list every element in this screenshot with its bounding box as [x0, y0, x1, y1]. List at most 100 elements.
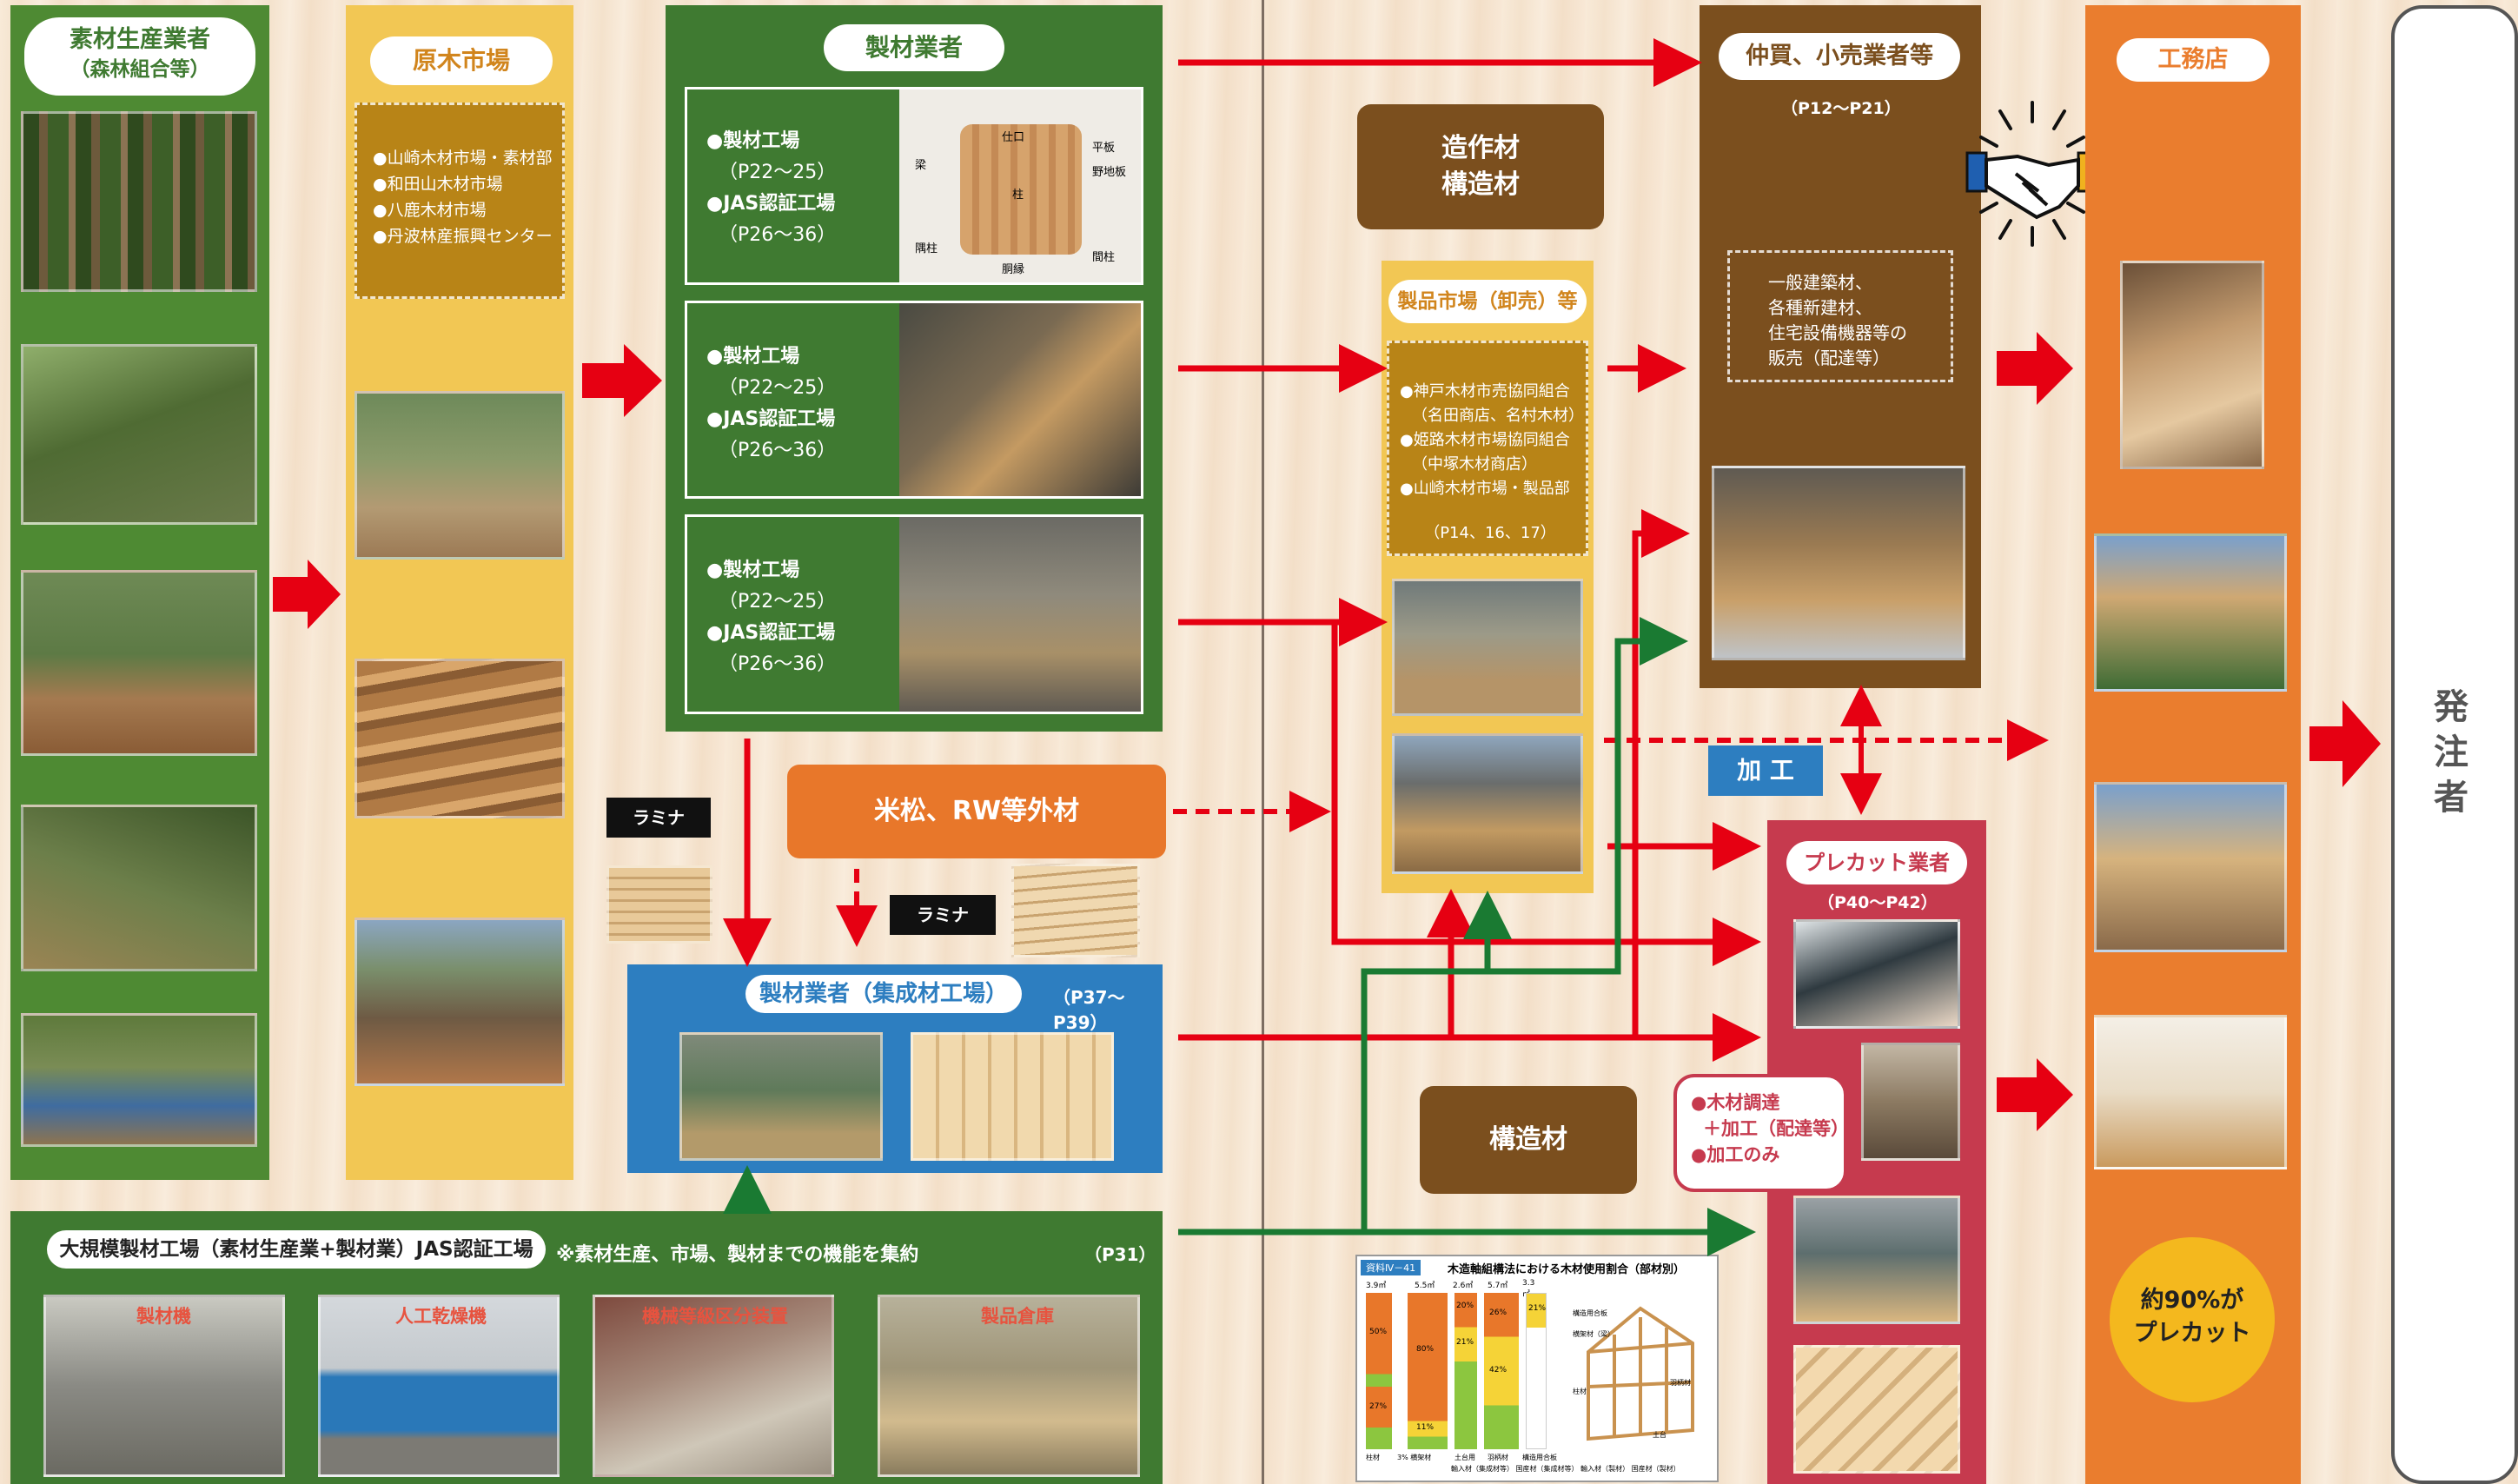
- interior-photo: [2094, 1015, 2287, 1169]
- sawmill-row-1-text: ●製材工場 （P22～25） ●JAS認証工場 （P26～36）: [706, 126, 836, 251]
- product-market-item: ●姫路木材市場協同組合: [1400, 431, 1570, 449]
- merchant-title: 仲買、小売業者等: [1719, 33, 1960, 80]
- reference-top-label: 5.7㎥: [1488, 1282, 1508, 1290]
- product-auction-photo: [1392, 733, 1583, 874]
- large-mill-photo-label: 機械等級区分装置: [642, 1306, 788, 1327]
- forest-photo: [21, 111, 257, 292]
- merchant-pages: （P12～P21）: [1781, 99, 1901, 118]
- lamina-stack-photo-2: [1011, 864, 1140, 957]
- forwarder-photo: [21, 1013, 257, 1147]
- reference-legend: 輸入材（集成材等） 国産材（集成材等） 輸入材（製材） 国産材（製材）: [1451, 1465, 1712, 1473]
- reference-top-labels: 3.9㎥ 5.5㎥ 2.6㎥ 5.7㎥ 3.3㎥: [1361, 1279, 1540, 1299]
- reference-top-label: 5.5㎥: [1415, 1282, 1435, 1290]
- kouzouzai-box: 構造材: [1420, 1086, 1637, 1194]
- log-market-list-box: ●山崎木材市場・素材部 ●和田山木材市場 ●八鹿木材市場 ●丹波林産振興センター: [355, 103, 565, 299]
- sawmill-row-3: ●製材工場 （P22～25） ●JAS認証工場 （P26～36）: [685, 514, 1143, 714]
- log-cross-section-icon: [960, 124, 1082, 255]
- laminated-factory-photo: [679, 1032, 883, 1161]
- reference-bar: 26% 42%: [1484, 1293, 1519, 1449]
- large-mill-photo-label: 製材機: [136, 1306, 191, 1327]
- felling-photo: [21, 344, 257, 525]
- reference-bottom-label: 羽柄材: [1488, 1454, 1508, 1461]
- diagram-label: 梁: [915, 159, 927, 172]
- arrow-right-icon: [2309, 700, 2381, 787]
- merchant-warehouse-photo: [1712, 466, 1965, 660]
- sawmill-jas-label: ●JAS認証工場: [706, 622, 836, 644]
- log-market-list: ●山崎木材市場・素材部 ●和田山木材市場 ●八鹿木材市場 ●丹波林産振興センター: [373, 145, 553, 249]
- precut-machine-photo: [1861, 1043, 1960, 1161]
- house-label: 柱材: [1573, 1388, 1587, 1395]
- large-mill-photo-grader: 機械等級区分装置: [593, 1295, 834, 1477]
- reference-bottom-label: 柱材: [1366, 1454, 1380, 1461]
- diagram-label: 平板: [1092, 142, 1116, 155]
- zousaku-line1: 造作材: [1441, 133, 1520, 163]
- excavator-photo: [21, 570, 257, 756]
- kakou-box: 加 工: [1708, 745, 1823, 796]
- merchant-column: 仲買、小売業者等 （P12～P21） 一般建築材、 各種新建材、 住宅設備機器等…: [1700, 5, 1981, 688]
- merchant-desc-line: 各種新建材、: [1768, 297, 1872, 318]
- carpenter-chisel-photo: [2120, 261, 2264, 469]
- builder-column: 工務店 約90%が プレカット: [2085, 5, 2301, 1484]
- reference-bar-value: 11%: [1416, 1423, 1435, 1432]
- reference-legend-item: 輸入材（製材）: [1580, 1465, 1630, 1473]
- precut-bubble-line: ●木材調達: [1691, 1092, 1780, 1113]
- reference-title: 木造軸組構法における木材使用割合（部材別）: [1448, 1263, 1686, 1276]
- product-market-item: （名田商店、名村木材）: [1412, 407, 1584, 425]
- handshake-icon: [1965, 101, 2099, 247]
- sawmill-factory-label: ●製材工場: [706, 560, 800, 581]
- zousaku-box: 造作材 構造材: [1357, 104, 1604, 229]
- producers-title-line1: 素材生産業者: [70, 26, 210, 53]
- reference-bar: 50% 27%: [1366, 1293, 1392, 1449]
- precut-bubble-line: ●加工のみ: [1691, 1144, 1780, 1165]
- auction-photo: [355, 918, 565, 1086]
- reference-bar-value: 42%: [1489, 1366, 1507, 1375]
- arrow-right-icon: [1997, 1058, 2073, 1131]
- imported-timber-box: 米松、RW等外材: [787, 765, 1166, 858]
- sawmill-jas-pages: （P26～36）: [719, 440, 837, 461]
- arrow-right-icon: [582, 344, 662, 417]
- precut-bubble: ●木材調達 ＋加工（配達等） ●加工のみ: [1673, 1074, 1849, 1192]
- precut-line-photo: [1793, 1196, 1960, 1324]
- sawmill-column: 製材業者 ●製材工場 （P22～25） ●JAS認証工場 （P26～36） 仕口…: [666, 5, 1163, 732]
- log-yard-photo: [355, 391, 565, 560]
- reference-bar-value: 20%: [1456, 1302, 1474, 1310]
- sawmill-jas-label: ●JAS認証工場: [706, 408, 836, 430]
- zousaku-line2: 構造材: [1441, 169, 1520, 200]
- merchant-desc-box: 一般建築材、 各種新建材、 住宅設備機器等の 販売（配達等）: [1727, 250, 1953, 382]
- reference-legend-item: 国産材（集成材等）: [1515, 1465, 1579, 1473]
- sawmill-row-1: ●製材工場 （P22～25） ●JAS認証工場 （P26～36） 仕口 梁 平板…: [685, 87, 1143, 285]
- reference-bar: 80% 11%: [1408, 1293, 1448, 1449]
- lumber-parts-diagram: 仕口 梁 平板 野地板 柱 隅柱 胴縁 間柱: [899, 89, 1141, 282]
- arrow-right-icon: [1997, 332, 2073, 405]
- laminated-mill-box: 製材業者（集成材工場） （P37～P39）: [627, 964, 1163, 1173]
- arrow-precut-merchant: [1632, 509, 1690, 1037]
- sawmill-row-2: ●製材工場 （P22～25） ●JAS認証工場 （P26～36）: [685, 301, 1143, 499]
- log-market-item: ●八鹿木材市場: [373, 201, 487, 220]
- precut-ratio-circle: 約90%が プレカット: [2110, 1237, 2275, 1402]
- large-mill-note: ※素材生産、市場、製材までの機能を集約: [556, 1244, 919, 1266]
- reference-bar-value: 26%: [1489, 1308, 1507, 1317]
- precut-bubble-line: ＋加工（配達等）: [1703, 1118, 1849, 1139]
- log-pile-photo: [355, 659, 565, 818]
- sawmill-row-2-text: ●製材工場 （P22～25） ●JAS認証工場 （P26～36）: [706, 341, 836, 467]
- sawmill-interior-photo: [899, 517, 1141, 712]
- large-mill-pages: （P31）: [1084, 1244, 1156, 1265]
- harvester-photo: [21, 805, 257, 971]
- house-label: 羽柄材: [1670, 1379, 1691, 1387]
- house-label: 土台: [1653, 1431, 1667, 1439]
- lamina-stack-photo-1: [606, 865, 712, 944]
- reference-bottom-label: 構造用合板: [1522, 1454, 1557, 1461]
- frame-workers-photo: [2094, 782, 2287, 952]
- diagram-label: 柱: [1012, 189, 1024, 202]
- orderer-box: 発注者: [2391, 5, 2518, 1484]
- reference-tag: 資料Ⅳ－41: [1361, 1260, 1421, 1275]
- sawmill-jas-pages: （P26～36）: [719, 653, 837, 675]
- lamina-tag-1: ラミナ: [606, 798, 711, 838]
- laminated-beams-photo: [911, 1032, 1114, 1161]
- large-mill-photo-label: 製品倉庫: [981, 1306, 1054, 1327]
- log-market-title: 原木市場: [370, 36, 553, 85]
- log-market-item: ●山崎木材市場・素材部: [373, 149, 553, 168]
- product-market-title: 製品市場（卸売）等: [1388, 280, 1587, 323]
- merchant-desc-line: 住宅設備機器等の: [1768, 322, 1907, 343]
- precut-title: プレカット業者: [1786, 841, 1967, 884]
